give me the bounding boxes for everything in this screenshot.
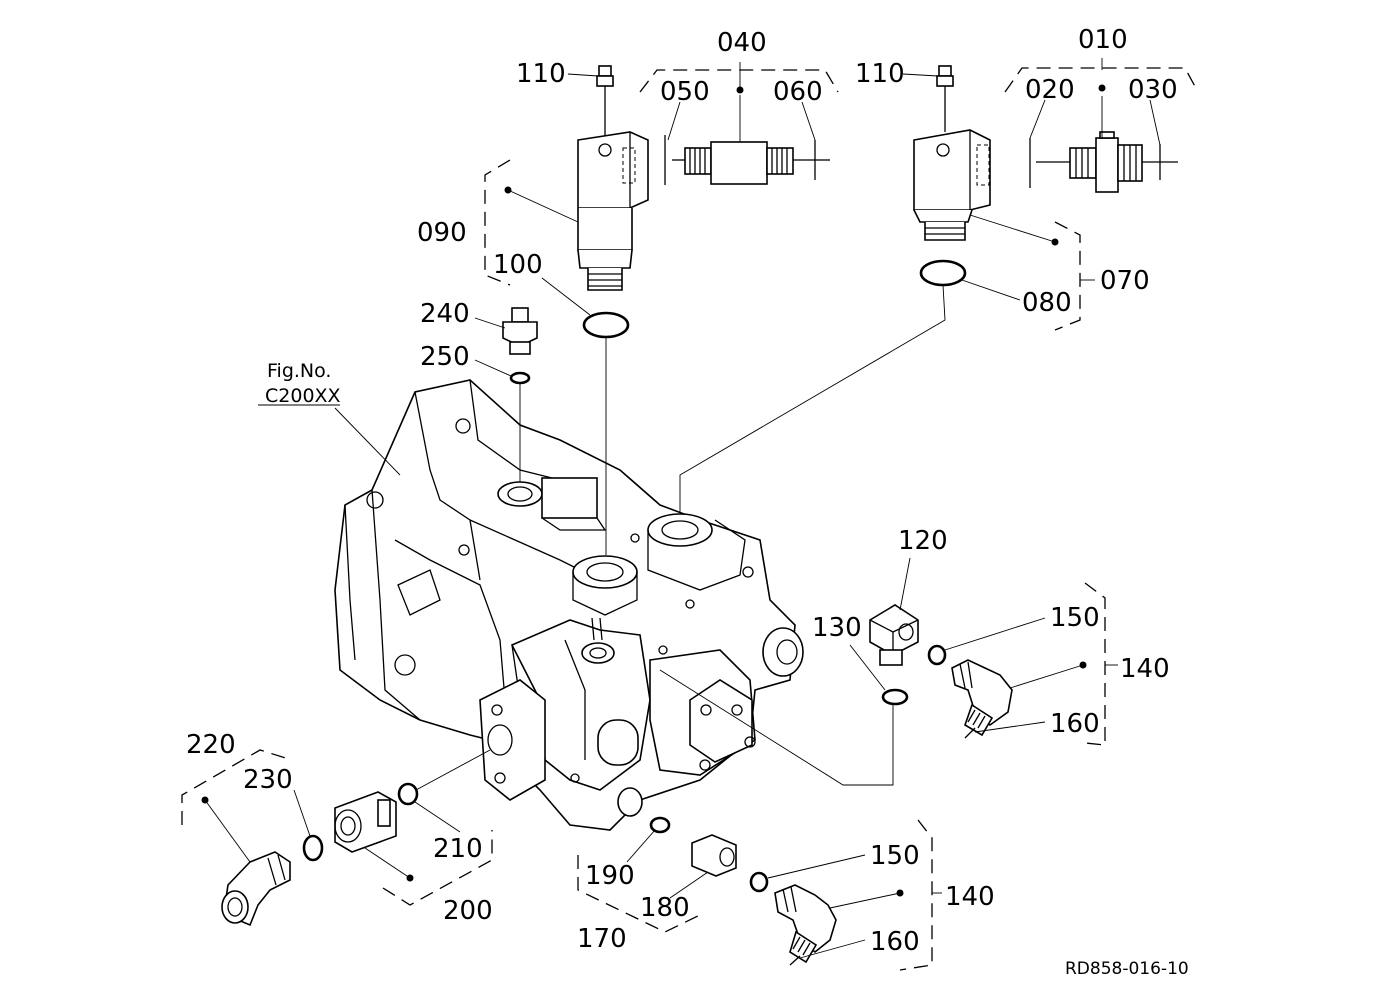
label-160-upper: 160 [1050,709,1100,739]
label-020: 020 [1025,75,1075,105]
label-090: 090 [417,218,467,248]
label-160-lower: 160 [870,927,920,957]
label-250: 250 [420,342,470,372]
fitting-240 [502,307,538,482]
fig-ref-line2: C200XX [265,385,341,407]
valve-assembly-090 [567,65,830,555]
label-110-left: 110 [516,59,566,89]
label-150-lower: 150 [870,841,920,871]
valve-assembly-070 [679,65,1178,512]
drawing-code: RD858-016-10 [1065,959,1189,979]
label-130: 130 [812,613,862,643]
label-120: 120 [898,526,948,556]
part-labels: 040 050 060 110 010 020 030 110 090 100 … [186,25,1189,979]
fitting-200 [221,749,491,927]
label-010: 010 [1078,25,1128,55]
label-170: 170 [577,924,627,954]
label-040: 040 [717,28,767,58]
fitting-120 [659,604,1013,786]
label-180: 180 [640,893,690,923]
label-110-right: 110 [855,59,905,89]
label-140-lower: 140 [945,882,995,912]
label-190: 190 [585,861,635,891]
label-150-upper: 150 [1050,603,1100,633]
label-200: 200 [443,896,493,926]
fitting-170 [649,816,837,966]
label-070: 070 [1100,266,1150,296]
label-060: 060 [773,77,823,107]
pump-body [334,379,804,831]
label-230: 230 [243,765,293,795]
label-030: 030 [1128,75,1178,105]
label-080: 080 [1022,288,1072,318]
fig-ref-line1: Fig.No. [267,360,331,382]
label-210: 210 [433,834,483,864]
label-140-upper: 140 [1120,654,1170,684]
label-050: 050 [660,77,710,107]
label-100: 100 [493,250,543,280]
group-brackets [181,58,1199,971]
label-240: 240 [420,299,470,329]
leader-lines [201,72,1161,959]
label-220: 220 [186,730,236,760]
